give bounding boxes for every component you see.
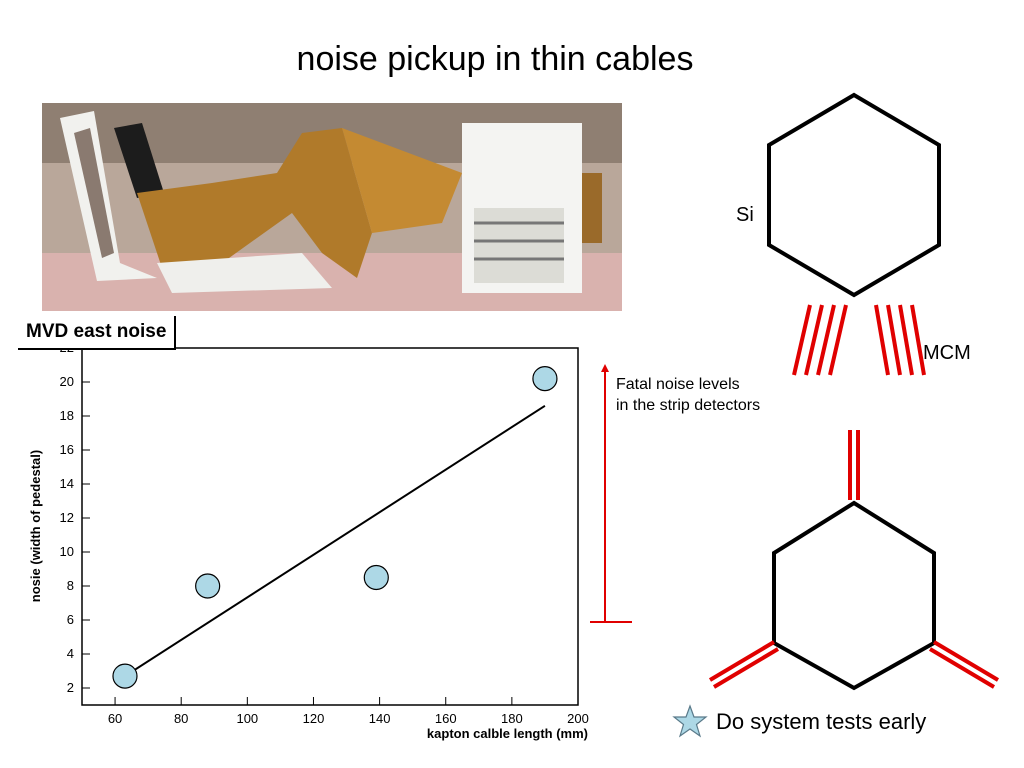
- cable-right: [928, 640, 1000, 689]
- cable-left: [708, 640, 780, 689]
- si-label: Si: [736, 204, 754, 226]
- chart-svg: 6080100120140160180200246810121416182022…: [28, 340, 589, 741]
- detector-photo: [42, 103, 622, 311]
- plot-frame: [81, 347, 579, 706]
- y-tick-label: 6: [67, 612, 74, 627]
- y-tick-label: 4: [67, 646, 74, 661]
- data-points: [112, 365, 558, 689]
- y-tick-label: 2: [67, 680, 74, 695]
- y-tick-label: 8: [67, 578, 74, 593]
- mcm-lines-right: [874, 304, 926, 376]
- x-tick-label: 200: [567, 711, 589, 726]
- star-icon: [672, 704, 708, 738]
- x-tick-label: 100: [236, 711, 258, 726]
- data-point: [532, 365, 558, 392]
- fit-line: [124, 404, 546, 677]
- y-tick-label: 12: [60, 510, 74, 525]
- fatal-noise-line2: in the strip detectors: [616, 397, 761, 414]
- y-tick-label: 20: [60, 374, 74, 389]
- si-hexagon-bottom: [772, 500, 936, 691]
- y-tick-label: 16: [60, 442, 74, 457]
- mcm-lines-left: [792, 304, 848, 376]
- slide-title: noise pickup in thin cables: [296, 40, 694, 78]
- data-point: [112, 663, 138, 689]
- x-tick-label: 60: [108, 711, 122, 726]
- mcm-label: MCM: [923, 342, 971, 364]
- data-point: [363, 564, 389, 591]
- si-hexagon-top: [767, 92, 941, 298]
- x-tick-label: 180: [501, 711, 523, 726]
- fatal-noise-label: Fatal noise levels in the strip detector…: [616, 374, 760, 416]
- x-axis-label: kapton calble length (mm): [427, 726, 588, 741]
- x-tick-label: 120: [303, 711, 325, 726]
- y-tick-label: 14: [60, 476, 74, 491]
- hexagon-diagrams: [708, 92, 1000, 691]
- x-tick-label: 140: [369, 711, 391, 726]
- cable-top: [848, 430, 860, 500]
- y-axis-label: nosie (width of pedestal): [28, 450, 43, 602]
- x-tick-label: 80: [174, 711, 188, 726]
- y-tick-label: 10: [60, 544, 74, 559]
- footer-text: Do system tests early: [716, 709, 927, 734]
- y-tick-label: 18: [60, 408, 74, 423]
- footer-note: Do system tests early: [672, 704, 926, 740]
- fatal-noise-arrow: [590, 364, 632, 623]
- axis-ticks: 6080100120140160180200246810121416182022: [60, 340, 589, 726]
- chart-title: MVD east noise: [18, 316, 177, 350]
- fatal-noise-line1: Fatal noise levels: [616, 376, 740, 393]
- noise-chart: 6080100120140160180200246810121416182022…: [18, 316, 594, 746]
- x-tick-label: 160: [435, 711, 457, 726]
- data-point: [195, 573, 221, 599]
